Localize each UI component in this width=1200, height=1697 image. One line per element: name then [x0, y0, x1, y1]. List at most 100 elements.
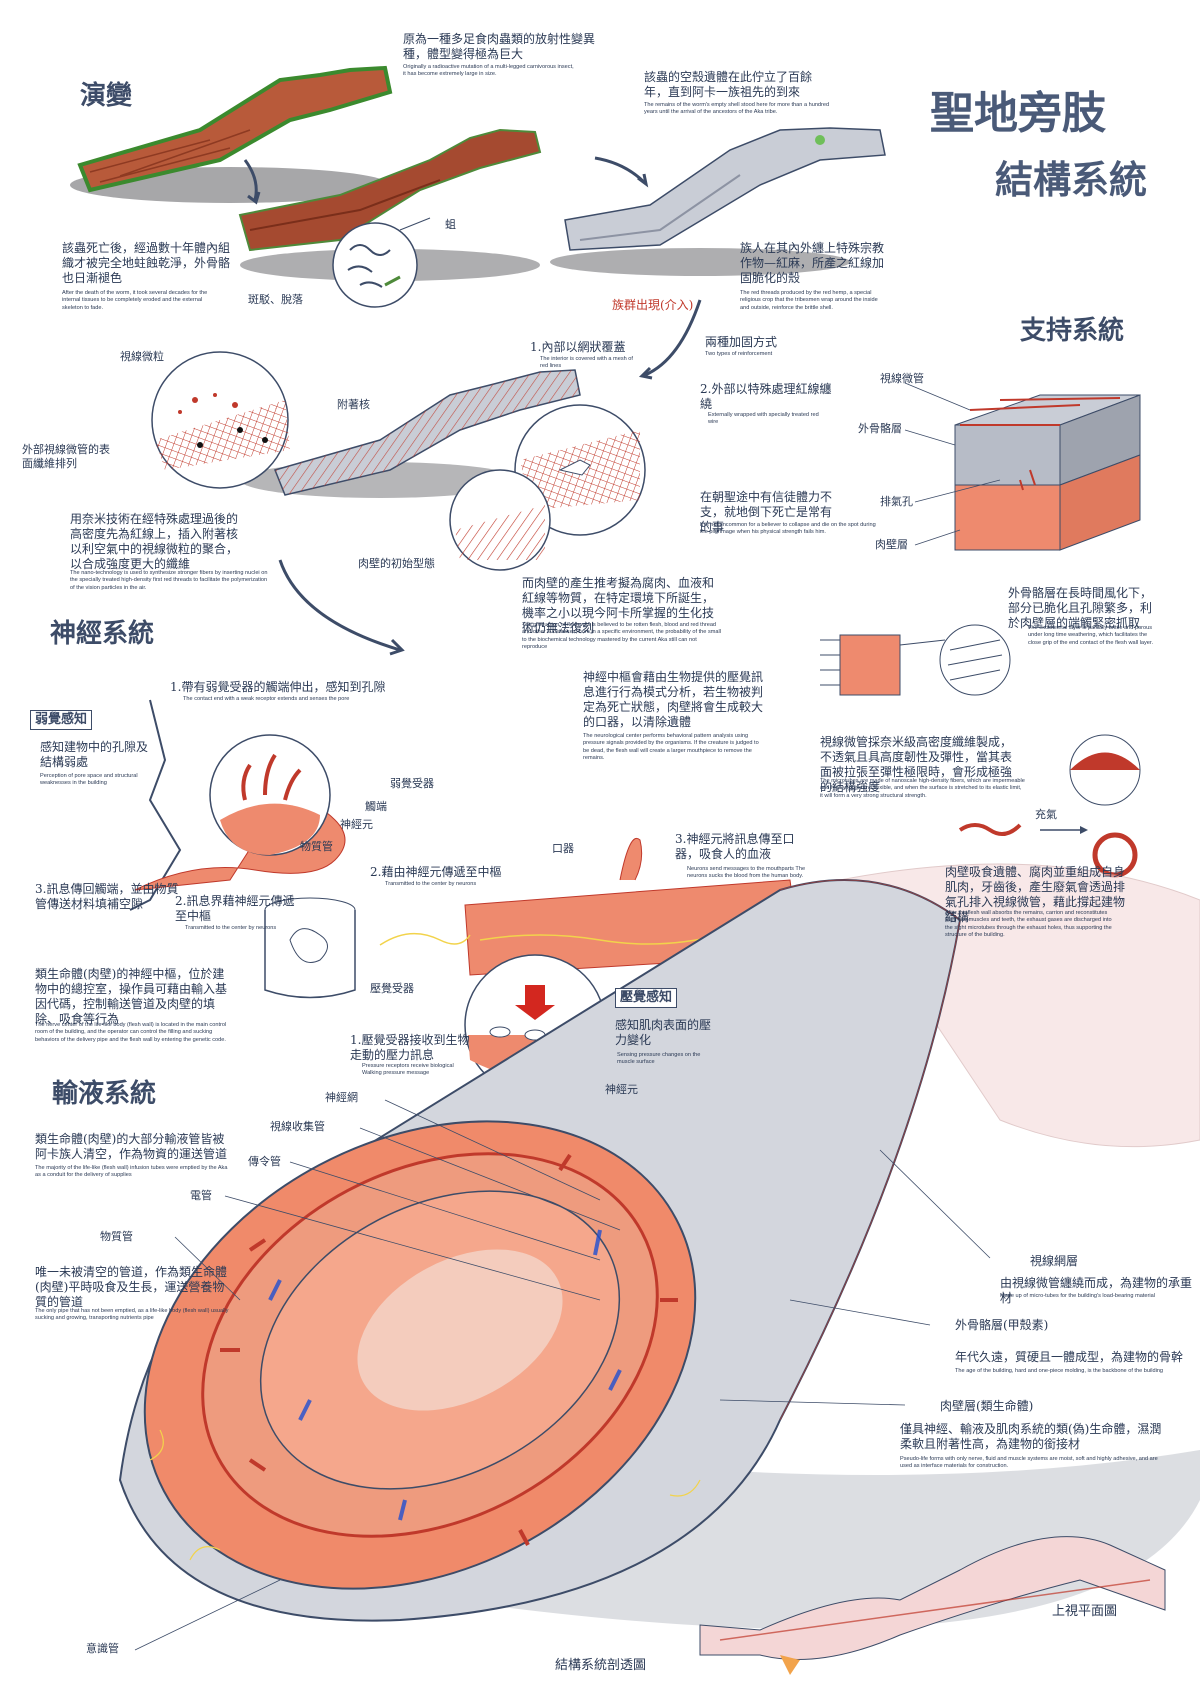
leader-lines: [134, 382, 1001, 1651]
inflate-label: 充氣: [1035, 808, 1057, 821]
evolution-stage3-text: 該蟲的空殼遺體在此佇立了百餘年，直到阿卡一族祖先的到來: [644, 70, 813, 99]
weak-sense-box: 弱覺感知: [30, 710, 93, 731]
main-subtitle: 結構系統: [995, 157, 1148, 202]
maggot-label: 蛆: [445, 218, 456, 231]
exo-grip-text: 外骨骼層在長時間風化下，部分已脆化且孔隙繁多，利於肉壁層的端觸緊密抓取: [1008, 586, 1153, 630]
exo-layer-en: The age of the building, hard and one-pi…: [955, 1368, 1164, 1374]
label-nerve-net: 神經網: [325, 1091, 358, 1104]
main-title: 聖地旁肢: [930, 88, 1106, 139]
pressure-step2: 2.藉由神經元傳遞至中樞: [370, 865, 502, 879]
flesh-layer-en: Pseudo-life forms with only nerve, fluid…: [900, 1456, 1158, 1470]
flow-arrows: [243, 156, 702, 656]
nerve-step3: 3.訊息傳回觸端，並由物質管傳送材料填補空隙: [35, 882, 179, 911]
label-material-tube: 物質管: [100, 1230, 133, 1243]
nerve-step1: 1.帶有弱覺受器的觸端伸出，感知到孔隙: [170, 680, 386, 694]
nerve-step1-en: The contact end with a weak receptor ext…: [183, 696, 350, 702]
reinforced-limb: [240, 369, 581, 498]
evolution-stage4-text: 族人在其內外纏上特殊宗教作物—紅麻，所產之紅線加固脆化的殼: [740, 241, 885, 285]
label-electric-tube: 電管: [190, 1189, 212, 1202]
surface-fiber-label: 外部視線微管的表面纖維排列: [22, 443, 110, 470]
neuron-label: 神經元: [340, 818, 373, 831]
evolution-stage1-text: 原為一種多足食肉蟲類的放射性變異種，體型變得極為巨大: [403, 32, 596, 61]
section-caption: 結構系統剖透圖: [555, 1658, 647, 1673]
support-label-vent: 排氣孔: [880, 495, 913, 508]
nerve-step2: 2.訊息界藉神經元傳遞至中樞: [175, 894, 295, 923]
particles-label: 視線微粒: [120, 350, 164, 363]
pressure-step3: 3.神經元將訊息傳至口器，吸食人的血液: [675, 832, 795, 861]
microtube-text: 視線微管採奈米級高密度纖維製成，不透氣且具高度韌性及彈性，當其表面被拉張至彈性極…: [820, 735, 1013, 794]
initial-wall-label: 肉壁的初始型態: [358, 557, 435, 570]
nerve-center-en: The neurological center performs behavio…: [583, 733, 759, 761]
weak-receptor-label: 弱覺受器: [390, 777, 434, 790]
reinforce-title: 兩種加固方式: [705, 335, 778, 349]
exo-grip-en: The exoskeletal layer is partially britt…: [1028, 625, 1153, 646]
plan-view: [699, 1536, 1166, 1675]
reinforce-method2-en: Externally wrapped with specially treate…: [708, 412, 819, 426]
section-title-nervous: 神經系統: [50, 619, 155, 649]
mouth-label: 口器: [552, 842, 574, 855]
initial-wall-inset: [449, 469, 551, 571]
pressure-step1: 1.壓覺受器接收到生物走動的壓力訊息: [350, 1033, 470, 1062]
pressure-step2-en: Transmitted to the center by neurons: [385, 881, 477, 887]
control-jar: [264, 897, 356, 999]
label-message-tube: 傳令管: [248, 1155, 281, 1168]
material-tube-en: The only pipe that has not been emptied,…: [35, 1308, 229, 1322]
support-cube: [954, 394, 1141, 551]
reinforce-method2: 2.外部以特殊處理紅線纏繞: [700, 382, 832, 411]
nerve-core-text: 類生命體(肉壁)的神經中樞，位於建物中的總控室，操作員可藉由輸入基因代碼，控制輸…: [35, 967, 228, 1026]
label-collect-tube: 視線收集管: [270, 1120, 325, 1133]
evolution-stage4-en: The red threads produced by the red hemp…: [740, 290, 878, 311]
exo-grip-detail: [820, 624, 1011, 696]
evolution-limb-stage3: [550, 127, 886, 276]
particle-inset: [151, 351, 290, 489]
flesh-origin-text: 而肉壁的產生推考擬為腐肉、血液和紅線等物質，在特定環境下所誕生，機率之小以現今阿…: [522, 576, 715, 635]
net-layer-en: Made up of micro-tubes for the building'…: [1000, 1293, 1155, 1299]
nerve-step2-en: Transmitted to the center by neurons: [185, 925, 277, 931]
material-tube-text: 唯一未被清空的管道，作為類生命體(肉壁)平時吸食及生長，運送營養物質的管道: [35, 1265, 228, 1309]
support-label-flesh: 肉壁層: [875, 538, 908, 551]
fluid-intro-text: 類生命體(肉壁)的大部分輸液管皆被阿卡族人清空，作為物資的運送管道: [35, 1132, 228, 1161]
section-title-support: 支持系統: [1020, 316, 1125, 346]
microtube-en: The microtubes are made of nanoscale hig…: [820, 778, 1025, 799]
pressure-step3-en: Neurons send messages to the mouthparts …: [687, 866, 806, 880]
crack-tentacle: [129, 699, 346, 911]
reinforce-title-en: Two types of reinforcement: [705, 351, 773, 357]
neuron2-label: 神經元: [605, 1083, 638, 1096]
nano-text: 用奈米技術在經特殊處理過後的高密度先為紅線上，插入附著核以利空氣中的視線微粒的聚…: [70, 512, 239, 571]
pressure-step1-en: Pressure receptors receive biological Wa…: [362, 1063, 454, 1077]
weak-sense-text: 感知建物中的孔隙及結構弱處: [40, 740, 149, 769]
evolution-stage1-en: Originally a radioactive mutation of a m…: [403, 64, 574, 78]
nerve-center-text: 神經中樞會藉由生物提供的壓覺訊息進行行為模式分析，若生物被判定為死亡狀態，肉壁將…: [583, 670, 764, 729]
net-layer-text: 由視線微管纏繞而成，為建物的承重材: [1000, 1276, 1193, 1305]
intervention-label: 族群出現(介入): [612, 298, 694, 312]
exo-layer-title: 外骨骼層(甲殼素): [955, 1318, 1049, 1332]
support-label-exo: 外骨骼層: [858, 422, 902, 435]
exo-layer-text: 年代久遠，質硬且一體成型，為建物的骨幹: [955, 1350, 1184, 1364]
tentacle-label: 觸端: [365, 800, 387, 813]
reinforce-method1: 1.內部以網狀覆蓋: [530, 340, 626, 354]
nano-text-en: The nano-technology is used to synthesiz…: [70, 570, 268, 591]
maggot-inset: [332, 217, 431, 308]
label-conscious-tube: 意識管: [86, 1642, 119, 1655]
pressure-sense-text: 感知肌肉表面的壓力變化: [615, 1018, 712, 1047]
absorb-en: After the flesh wall absorbs the remains…: [945, 910, 1112, 938]
flesh-layer-title: 肉壁層(類生命體): [940, 1399, 1034, 1413]
plan-caption: 上視平面圖: [1052, 1604, 1118, 1619]
section-title-fluid: 輸液系統: [52, 1079, 157, 1109]
nerve-core-en: The nerve center of the life-like body (…: [35, 1022, 227, 1043]
flesh-origin-en: The production of flesh wall is believed…: [522, 622, 721, 650]
weak-sense-en: Perception of pore space and structural …: [40, 773, 138, 787]
evolution-limb-stage1: [70, 65, 393, 203]
support-label-microtube: 視線微管: [880, 372, 924, 385]
evolution-stage2-text: 該蟲死亡後，經過數十年體內組織才被完全地蛀蝕乾淨，外骨骼也日漸褪色: [62, 241, 231, 285]
evolution-stage2-en: After the death of the worm, it took sev…: [62, 290, 208, 311]
fluid-intro-en: The majority of the life-like (flesh wal…: [35, 1165, 228, 1179]
pressure-sense-en: Sensing pressure changes on the muscle s…: [617, 1052, 701, 1066]
section-title-evolution: 演變: [80, 81, 133, 111]
evolution-stage3-en: The remains of the worm's empty shell st…: [644, 102, 830, 116]
flesh-layer-text: 僅具神經、輸液及肌肉系統的類(偽)生命體，濕潤柔軟且附著性高，為建物的銜接材: [900, 1422, 1162, 1451]
pilgrim-text-en: It is not uncommon for a believer to col…: [700, 522, 876, 536]
spots-label: 斑駁、脫落: [248, 293, 303, 306]
reinforce-method1-en: The interior is covered with a mesh of r…: [540, 356, 633, 370]
